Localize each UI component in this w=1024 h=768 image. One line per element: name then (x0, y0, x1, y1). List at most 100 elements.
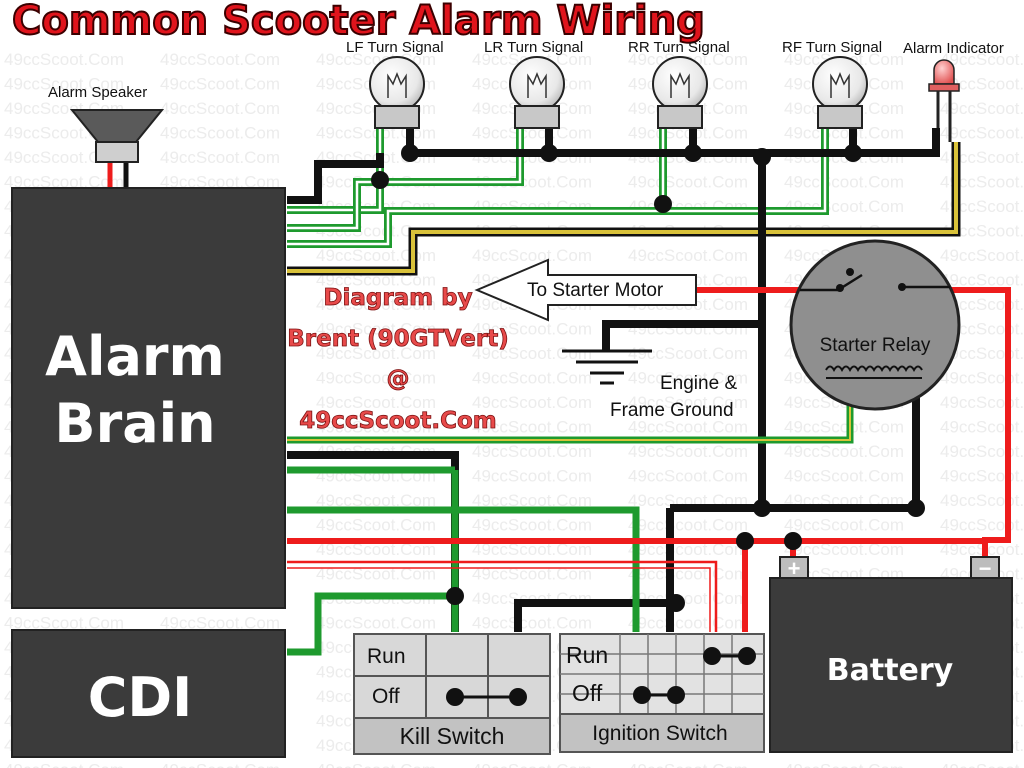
battery-minus-label: − (979, 556, 992, 581)
lf-socket (374, 105, 420, 129)
starter-motor-arrow: To Starter Motor (474, 258, 697, 322)
watermark-text: 49ccScoot.Com (940, 173, 1024, 192)
rr-bulb-icon (652, 56, 708, 112)
watermark-text: 49ccScoot.Com (940, 222, 1024, 241)
credit-line-3: @ (387, 366, 410, 392)
starter-relay-body (789, 239, 961, 411)
watermark-text: 49ccScoot.Com (784, 761, 904, 768)
credit-line-2: Brent (90GTVert) (287, 326, 509, 352)
watermark-text: 49ccScoot.Com (472, 467, 592, 486)
watermark-text: 49ccScoot.Com (472, 614, 592, 633)
ignition-switch-off-label: Off (572, 680, 603, 706)
watermark-text: 49ccScoot.Com (628, 516, 748, 535)
rr-socket (657, 105, 703, 129)
watermark-text: 49ccScoot.Com (316, 540, 436, 559)
watermark-text: 49ccScoot.Com (940, 50, 1024, 69)
rf-filament-icon (830, 71, 850, 98)
starter-relay-label: Starter Relay (820, 335, 931, 356)
ignition-switch-caption-box (559, 713, 765, 753)
watermark-text: 49ccScoot.Com (940, 467, 1024, 486)
watermark-text: 49ccScoot.Com (4, 75, 124, 94)
credit-line-1: Diagram by (323, 285, 472, 311)
watermark-text: 49ccScoot.Com (316, 393, 436, 412)
watermark-text: 49ccScoot.Com (784, 467, 904, 486)
credit: Diagram by Brent (90GTVert) @ 49ccScoot.… (287, 285, 509, 435)
watermark-text: 49ccScoot.Com (160, 75, 280, 94)
rf-socket (817, 105, 863, 129)
engine-frame-ground: Engine & Frame Ground (562, 349, 737, 421)
battery-plus-label: + (788, 556, 801, 581)
lr-turn-signal-label: LR Turn Signal (484, 39, 583, 56)
alarm-brain-box (11, 187, 286, 609)
led-leads (936, 91, 952, 142)
cdi-label: CDI (88, 666, 193, 729)
rr-turn-signal-label: RR Turn Signal (628, 39, 730, 56)
watermark-text: 49ccScoot.Com (4, 148, 124, 167)
watermark-text: 49ccScoot.Com (316, 320, 436, 339)
watermark-text: 49ccScoot.Com (784, 442, 904, 461)
watermark-text: 49ccScoot.Com (784, 418, 904, 437)
cdi: CDI (11, 629, 286, 758)
credit-line-4: 49ccScoot.Com (299, 408, 496, 434)
watermark-text: 49ccScoot.Com (316, 369, 436, 388)
watermark-text: 49ccScoot.Com (784, 124, 904, 143)
watermark-text: 49ccScoot.Com (316, 295, 436, 314)
watermark-text: 49ccScoot.Com (4, 761, 124, 768)
alarm-brain-label-line2: Brain (54, 392, 215, 455)
watermark-text: 49ccScoot.Com (160, 614, 280, 633)
watermark-text: 49ccScoot.Com (472, 173, 592, 192)
watermark-text: 49ccScoot.Com (940, 516, 1024, 535)
watermark-text: 49ccScoot.Com (628, 418, 748, 437)
relay-coil-icon (825, 365, 923, 373)
watermark-text: 49ccScoot.Com (472, 761, 592, 768)
watermark-text: 49ccScoot.Com (940, 99, 1024, 118)
watermark-text: 49ccScoot.Com (472, 540, 592, 559)
watermark-text: 49ccScoot.Com (160, 50, 280, 69)
watermark-text: 49ccScoot.Com (316, 491, 436, 510)
speaker-base (95, 141, 139, 163)
watermark-text: 49ccScoot.Com (940, 197, 1024, 216)
alarm-brain-label-line1: Alarm (45, 325, 225, 388)
turn-signal-lf: LF Turn Signal (346, 39, 444, 129)
lf-bulb-icon (369, 56, 425, 112)
battery: + − Battery (769, 556, 1013, 753)
alarm-brain: Alarm Brain (11, 187, 286, 609)
to-starter-motor-label: To Starter Motor (527, 280, 664, 301)
watermark-text: 49ccScoot.Com (940, 491, 1024, 510)
watermark-text: 49ccScoot.Com (628, 246, 748, 265)
lr-socket (514, 105, 560, 129)
turn-signal-rr: RR Turn Signal (628, 39, 730, 129)
lf-turn-signal-label: LF Turn Signal (346, 39, 444, 56)
ground-label-line2: Frame Ground (610, 400, 734, 421)
alarm-speaker: Alarm Speaker (48, 84, 165, 163)
watermark-text: 49ccScoot.Com (940, 761, 1024, 768)
watermark-text: 49ccScoot.Com (316, 516, 436, 535)
watermark-text: 49ccScoot.Com (472, 442, 592, 461)
watermark-text: 49ccScoot.Com (472, 516, 592, 535)
lf-filament-icon (387, 71, 407, 98)
junction-dots (371, 144, 925, 612)
watermark-text: 49ccScoot.Com (628, 761, 748, 768)
watermark-text: 49ccScoot.Com (784, 173, 904, 192)
alarm-indicator-label: Alarm Indicator (903, 40, 1004, 57)
watermark-text: 49ccScoot.Com (628, 614, 748, 633)
watermark-text: 49ccScoot.Com (160, 99, 280, 118)
watermark-text: 49ccScoot.Com (160, 148, 280, 167)
ground-icon (562, 349, 652, 385)
lr-filament-icon (527, 71, 547, 98)
watermark-text: 49ccScoot.Com (940, 418, 1024, 437)
watermark-text: 49ccScoot.Com (628, 540, 748, 559)
alarm-speaker-label: Alarm Speaker (48, 84, 147, 101)
watermark-text: 49ccScoot.Com (940, 393, 1024, 412)
watermark-text: 49ccScoot.Com (160, 761, 280, 768)
watermark-text: 49ccScoot.Com (316, 565, 436, 584)
watermark-text: 49ccScoot.Com (316, 418, 436, 437)
watermark-text: 49ccScoot.Com (472, 565, 592, 584)
rf-bulb-icon (812, 56, 868, 112)
watermark-text: 49ccScoot.Com (940, 295, 1024, 314)
watermark-text: 49ccScoot.Com (316, 761, 436, 768)
watermark-text: 49ccScoot.Com (940, 246, 1024, 265)
kill-switch-label: Kill Switch (400, 723, 505, 749)
ignition-switch: Run Off Ignition Switch (559, 633, 765, 753)
watermark-text: 49ccScoot.Com (784, 516, 904, 535)
